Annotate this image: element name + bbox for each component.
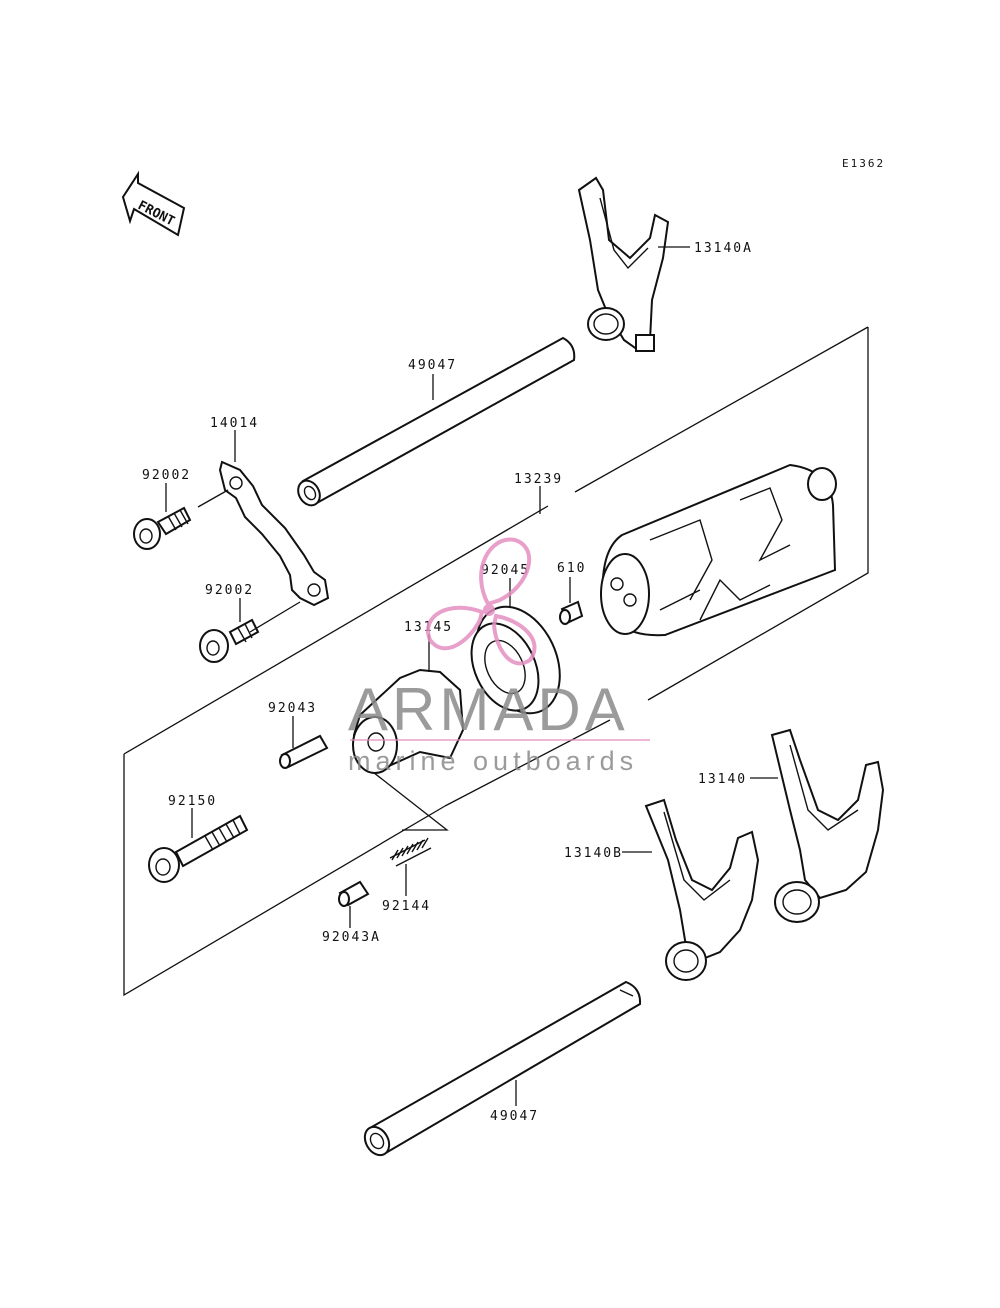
watermark-brand: ARMADA (348, 676, 629, 743)
shift-rod-top (297, 336, 576, 507)
callout-92045: 92045 (481, 563, 530, 578)
drum-cam-13145 (352, 668, 465, 774)
leader-lines (165, 246, 778, 1106)
pin-610 (559, 600, 584, 625)
propeller-logo-icon (426, 537, 537, 666)
pin-92043 (279, 734, 329, 769)
front-arrow-icon: FRONT (121, 170, 186, 237)
shift-fork-13140a (577, 176, 670, 352)
diagram-code: E1362 (842, 157, 885, 170)
callout-13140a: 13140A (694, 241, 753, 256)
callout-13140: 13140 (698, 772, 747, 787)
bolt-92002-top (133, 506, 192, 550)
shift-rod-bottom (363, 980, 642, 1157)
spring-92144 (389, 837, 432, 867)
callout-92043: 92043 (268, 701, 317, 716)
callout-13239: 13239 (514, 472, 563, 487)
watermark-tagline: marine outboards (348, 746, 638, 776)
bolt-92150 (148, 814, 249, 883)
callout-13140b: 13140B (564, 846, 623, 861)
callout-14014: 14014 (210, 416, 259, 431)
callout-92043a: 92043A (322, 930, 381, 945)
bolt-92002-bottom (199, 618, 260, 663)
shift-fork-13140 (770, 728, 885, 923)
callout-92150: 92150 (168, 794, 217, 809)
callout-92002-top: 92002 (142, 468, 191, 483)
shift-fork-13140b (644, 798, 760, 981)
callout-610: 610 (557, 561, 586, 576)
stopper-plate-14014 (218, 460, 330, 607)
shift-drum-13239 (600, 463, 837, 637)
callout-92144: 92144 (382, 899, 431, 914)
assembly-frame (123, 326, 869, 997)
callout-49047-bottom: 49047 (490, 1109, 539, 1124)
watermark: ARMADA marine outboards (348, 537, 650, 776)
pin-92043a (338, 880, 370, 907)
callout-92002-bottom: 92002 (205, 583, 254, 598)
callout-49047-top: 49047 (408, 358, 457, 373)
